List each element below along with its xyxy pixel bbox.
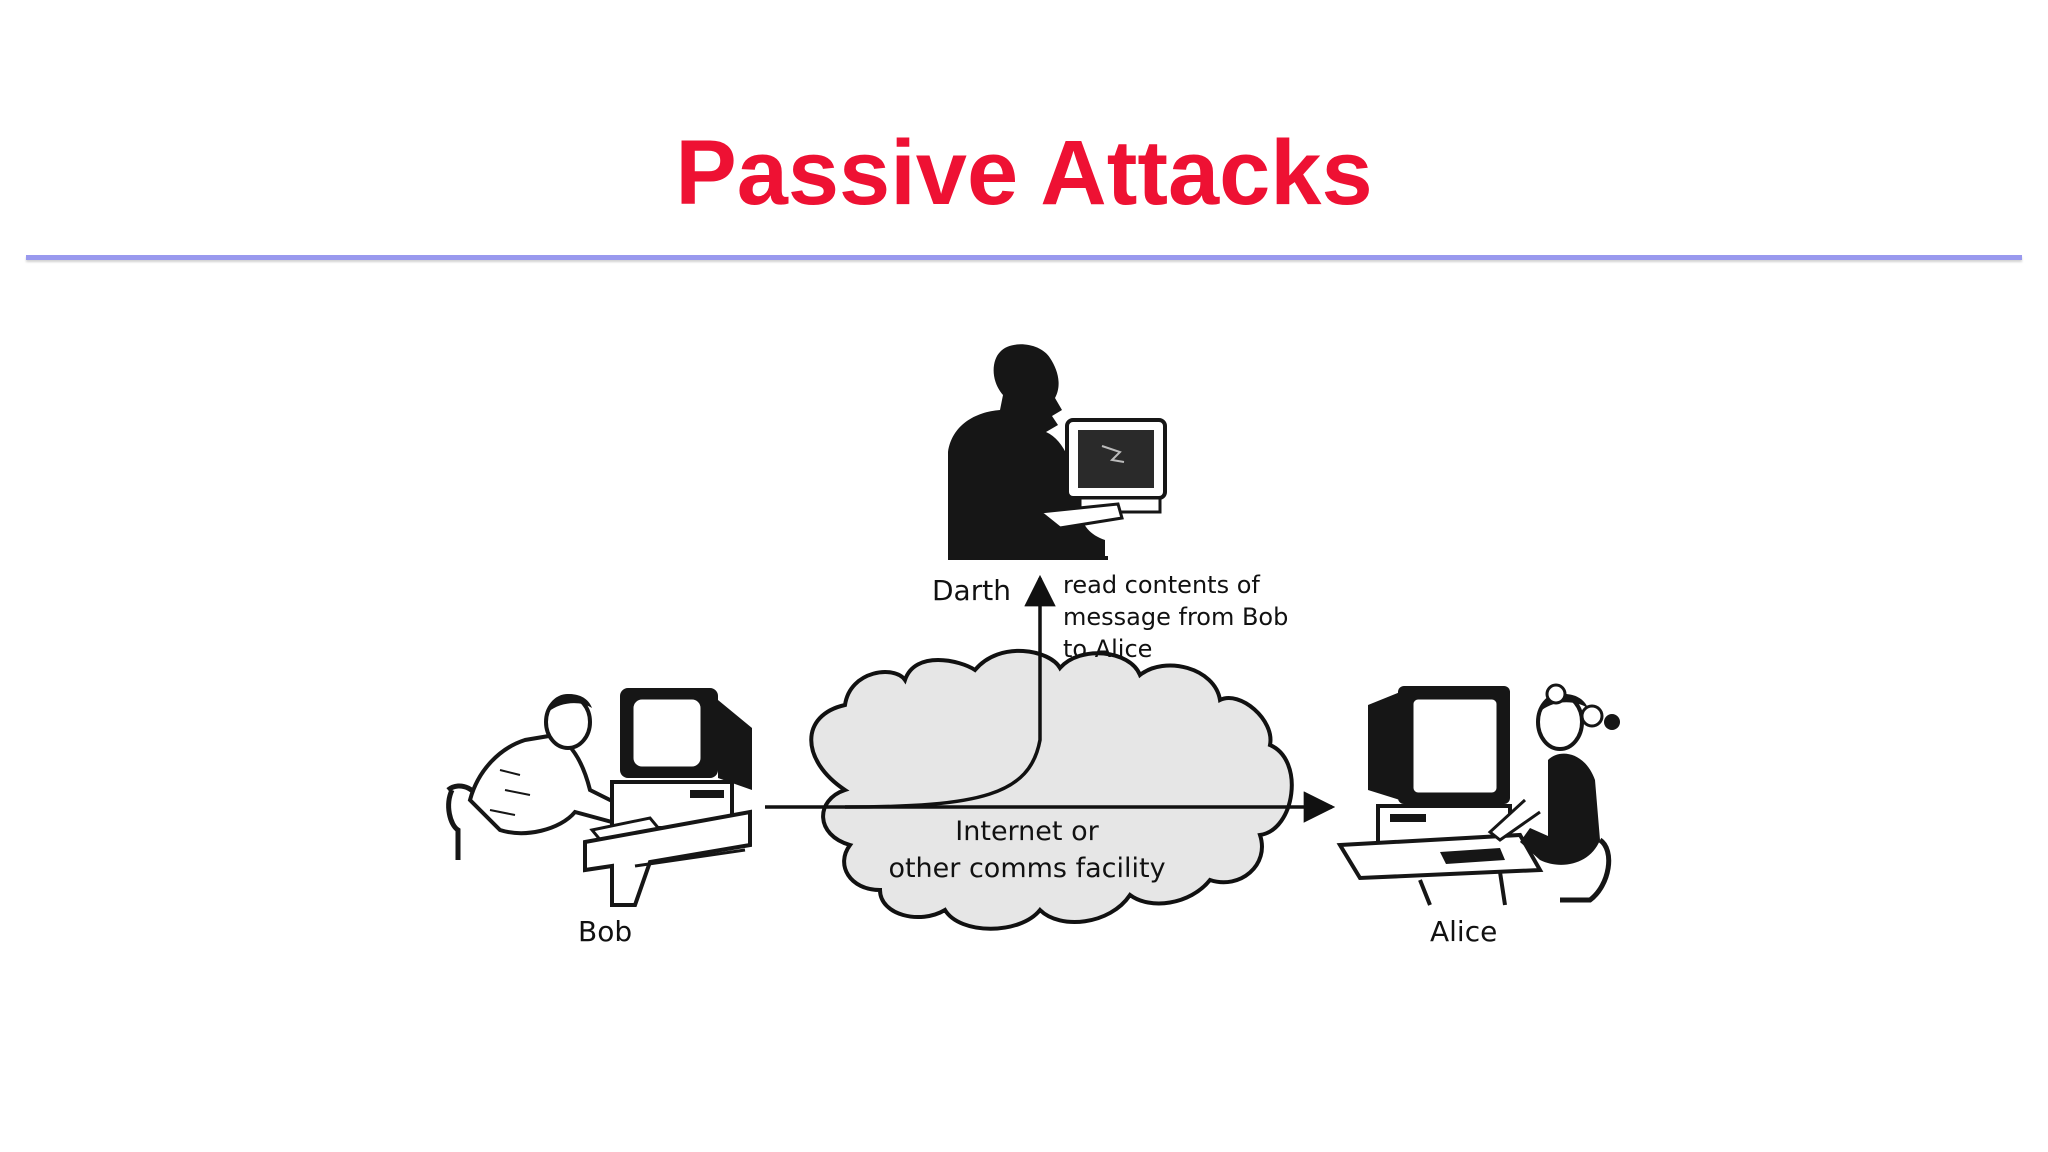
- annotation-line2: message from Bob: [1063, 603, 1288, 631]
- internet-cloud: Internet or other comms facility: [809, 648, 1294, 931]
- intercept-annotation: read contents of message from Bob to Ali…: [1063, 571, 1288, 663]
- cloud-label-line2: other comms facility: [888, 853, 1165, 884]
- alice-figure: Alice: [1336, 683, 1620, 948]
- silhouette-at-computer-icon: [948, 344, 1167, 560]
- alice-label: Alice: [1430, 915, 1497, 948]
- annotation-line3: to Alice: [1063, 635, 1152, 663]
- bob-figure: Bob: [446, 688, 752, 948]
- annotation-line1: read contents of: [1063, 571, 1260, 599]
- darth-figure: Darth: [932, 344, 1167, 607]
- title-divider: [26, 255, 2022, 260]
- darth-label: Darth: [932, 574, 1011, 607]
- intercept-arrow: [844, 574, 1056, 809]
- bob-label: Bob: [578, 915, 632, 948]
- man-at-computer-icon: [446, 688, 752, 907]
- woman-at-computer-icon: [1336, 683, 1620, 906]
- slide-title: Passive Attacks: [675, 122, 1373, 224]
- cloud-label-line1: Internet or: [955, 816, 1099, 847]
